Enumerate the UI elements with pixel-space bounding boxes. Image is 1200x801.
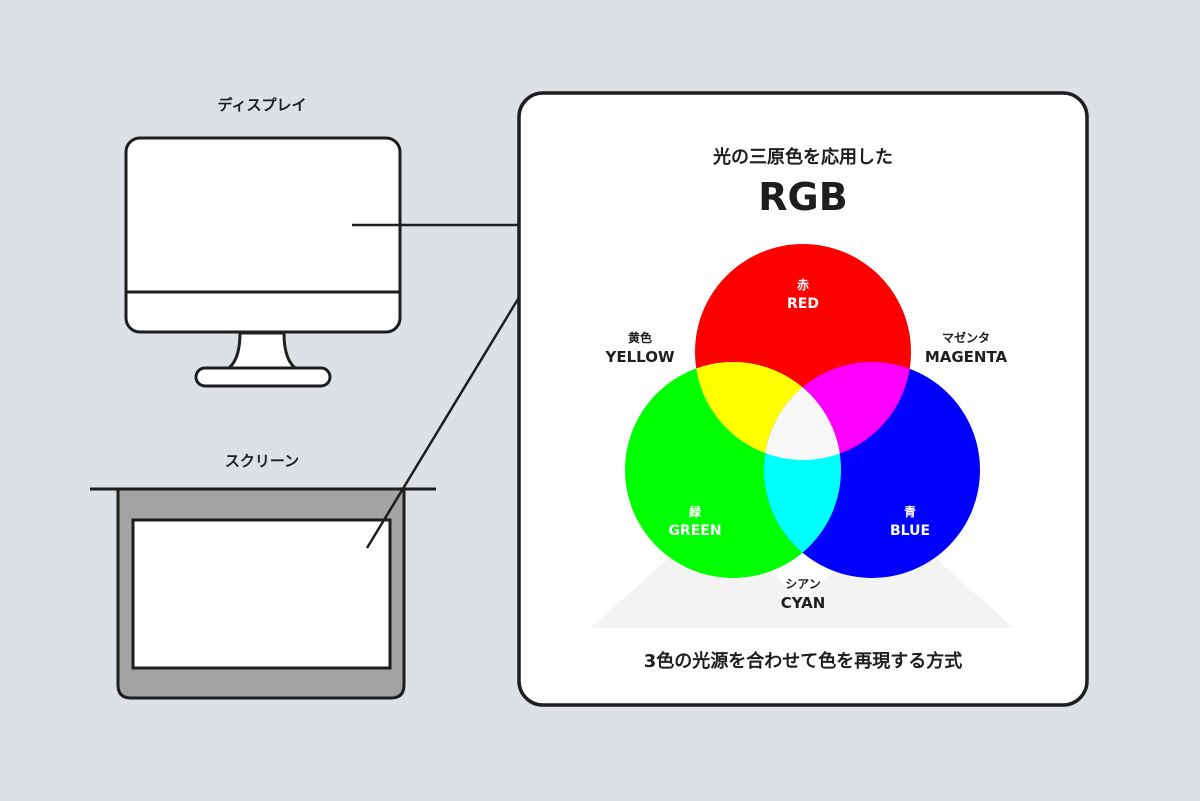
blue-label-en: BLUE [890,523,930,539]
panel-title: RGB [758,175,847,219]
cyan-label-jp: シアン [785,577,821,591]
blue-label-jp: 青 [904,504,916,519]
green-label-en: GREEN [668,523,721,539]
magenta-label-jp: マゼンタ [942,330,990,345]
cyan-label-en: CYAN [781,594,826,612]
screen-label: スクリーン [225,452,299,470]
red-label-jp: 赤 [797,277,809,292]
display-monitor [124,136,402,388]
magenta-label-en: MAGENTA [925,348,1008,366]
red-label-en: RED [787,296,819,312]
rgb-venn-diagram [625,244,980,578]
green-label-jp: 緑 [689,504,702,519]
projection-screen [90,487,436,700]
yellow-label-en: YELLOW [605,348,675,366]
panel-subtitle: 光の三原色を応用した [712,146,893,168]
white-center [764,362,841,460]
panel-caption: 3色の光源を合わせて色を再現する方式 [644,650,963,672]
yellow-label-jp: 黄色 [628,330,652,345]
display-label: ディスプレイ [218,96,307,114]
